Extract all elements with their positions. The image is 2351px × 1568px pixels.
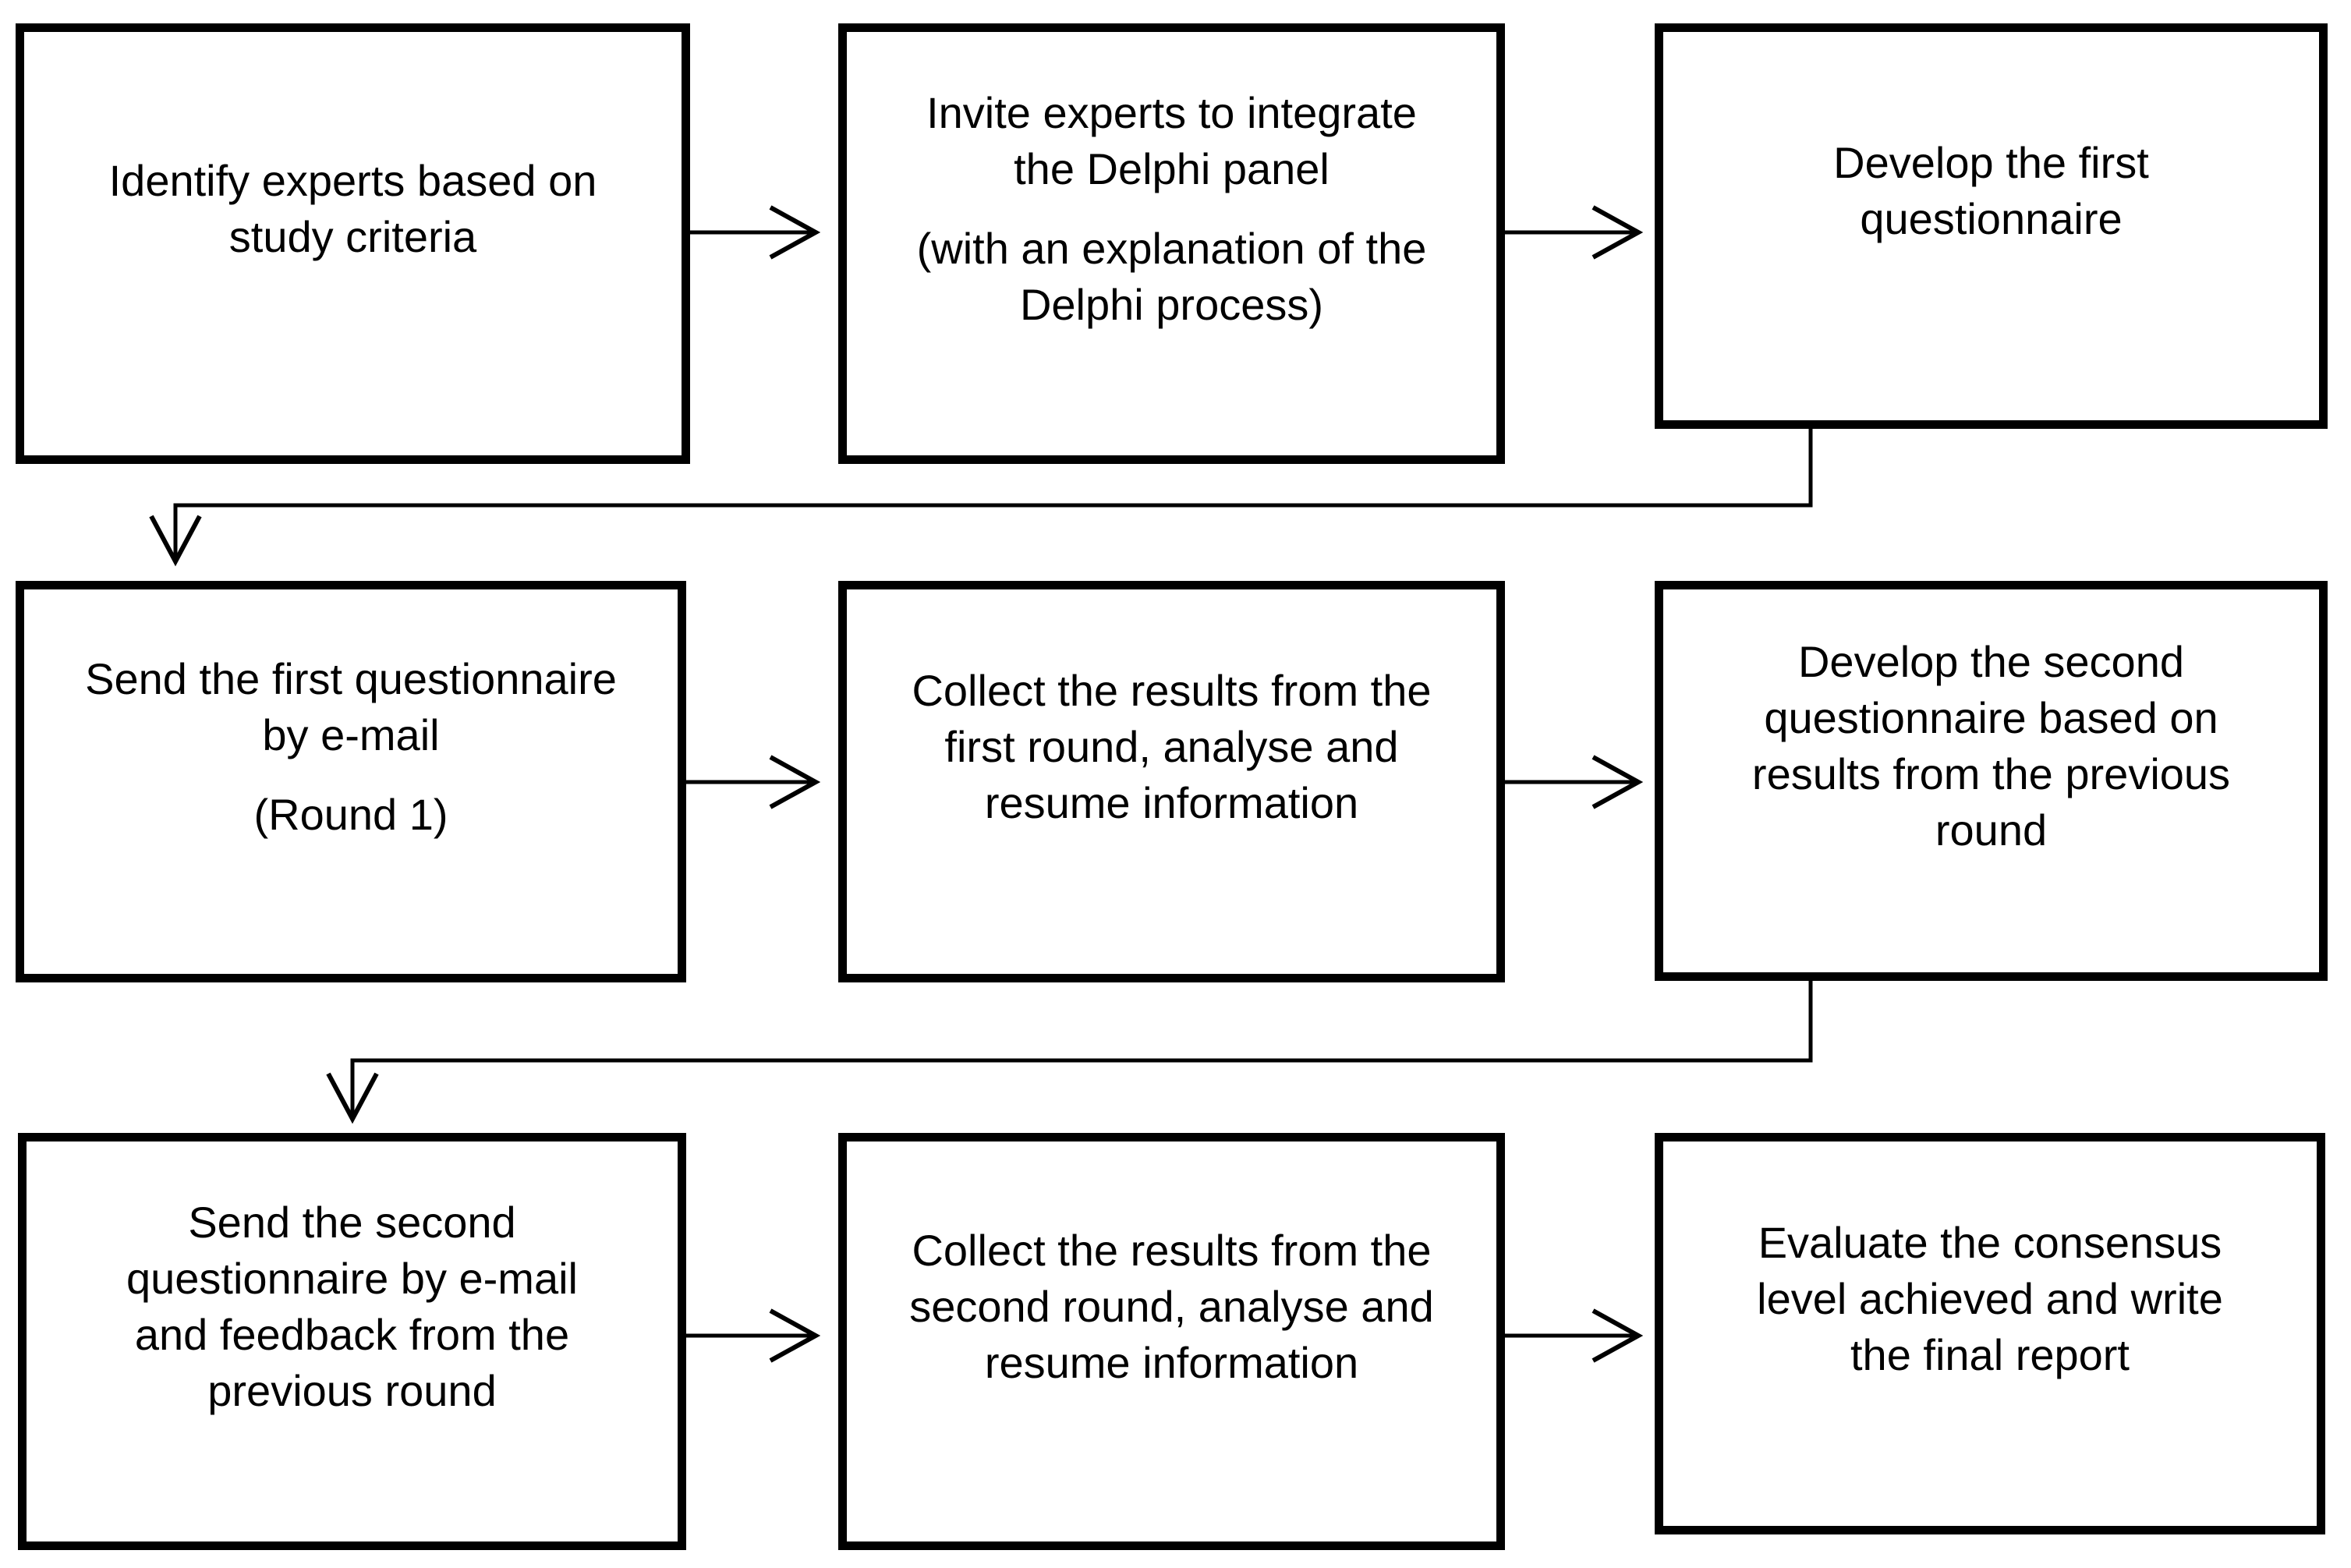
flow-step-collect-second-round-results: Collect the results from the second roun… <box>838 1133 1505 1550</box>
flow-step-develop-second-questionnaire: Develop the second questionnaire based o… <box>1655 581 2328 981</box>
elbow-step6-to-step7 <box>326 981 1813 1124</box>
arrow-step1-to-step2 <box>690 205 821 260</box>
arrowhead-right-icon <box>769 205 821 260</box>
step-text: Send the first questionnaire by e-mail <box>85 653 617 759</box>
arrowhead-right-icon <box>1592 755 1644 809</box>
step-text: Develop the first questionnaire <box>1833 138 2149 243</box>
flow-step-collect-first-round-results: Collect the results from the first round… <box>838 581 1505 982</box>
arrowhead-right-icon <box>1592 1308 1644 1363</box>
step-text-note: (Round 1) <box>253 789 448 839</box>
step-text: Send the second questionnaire by e-mail … <box>126 1197 578 1415</box>
step-text-note: (with an explanation of the Delphi proce… <box>916 223 1427 329</box>
arrowhead-right-icon <box>769 755 821 809</box>
flow-step-invite-experts: Invite experts to integrate the Delphi p… <box>838 23 1505 464</box>
arrowhead-right-icon <box>1592 205 1644 260</box>
flow-step-identify-experts: Identify experts based on study criteria <box>16 23 690 464</box>
arrowhead-down-icon <box>326 1072 379 1124</box>
arrowhead-right-icon <box>769 1308 821 1363</box>
arrow-step7-to-step8 <box>686 1308 821 1363</box>
flow-step-evaluate-consensus: Evaluate the consensus level achieved an… <box>1655 1133 2325 1534</box>
step-text: Invite experts to integrate the Delphi p… <box>926 87 1417 193</box>
step-text: Develop the second questionnaire based o… <box>1751 636 2231 855</box>
arrow-step2-to-step3 <box>1505 205 1644 260</box>
step-text: Evaluate the consensus level achieved an… <box>1757 1217 2223 1379</box>
arrowhead-down-icon <box>149 515 202 567</box>
arrow-step4-to-step5 <box>686 755 821 809</box>
flow-step-send-second-questionnaire: Send the second questionnaire by e-mail … <box>18 1133 686 1550</box>
flow-step-send-first-questionnaire: Send the first questionnaire by e-mail (… <box>16 581 686 982</box>
step-text: Collect the results from the second roun… <box>909 1225 1434 1387</box>
arrow-step8-to-step9 <box>1505 1308 1644 1363</box>
step-text: Collect the results from the first round… <box>912 665 1432 827</box>
arrow-step5-to-step6 <box>1505 755 1644 809</box>
flow-step-develop-first-questionnaire: Develop the first questionnaire <box>1655 23 2328 429</box>
elbow-step3-to-step4 <box>149 429 1813 567</box>
step-text: Identify experts based on study criteria <box>108 155 597 261</box>
